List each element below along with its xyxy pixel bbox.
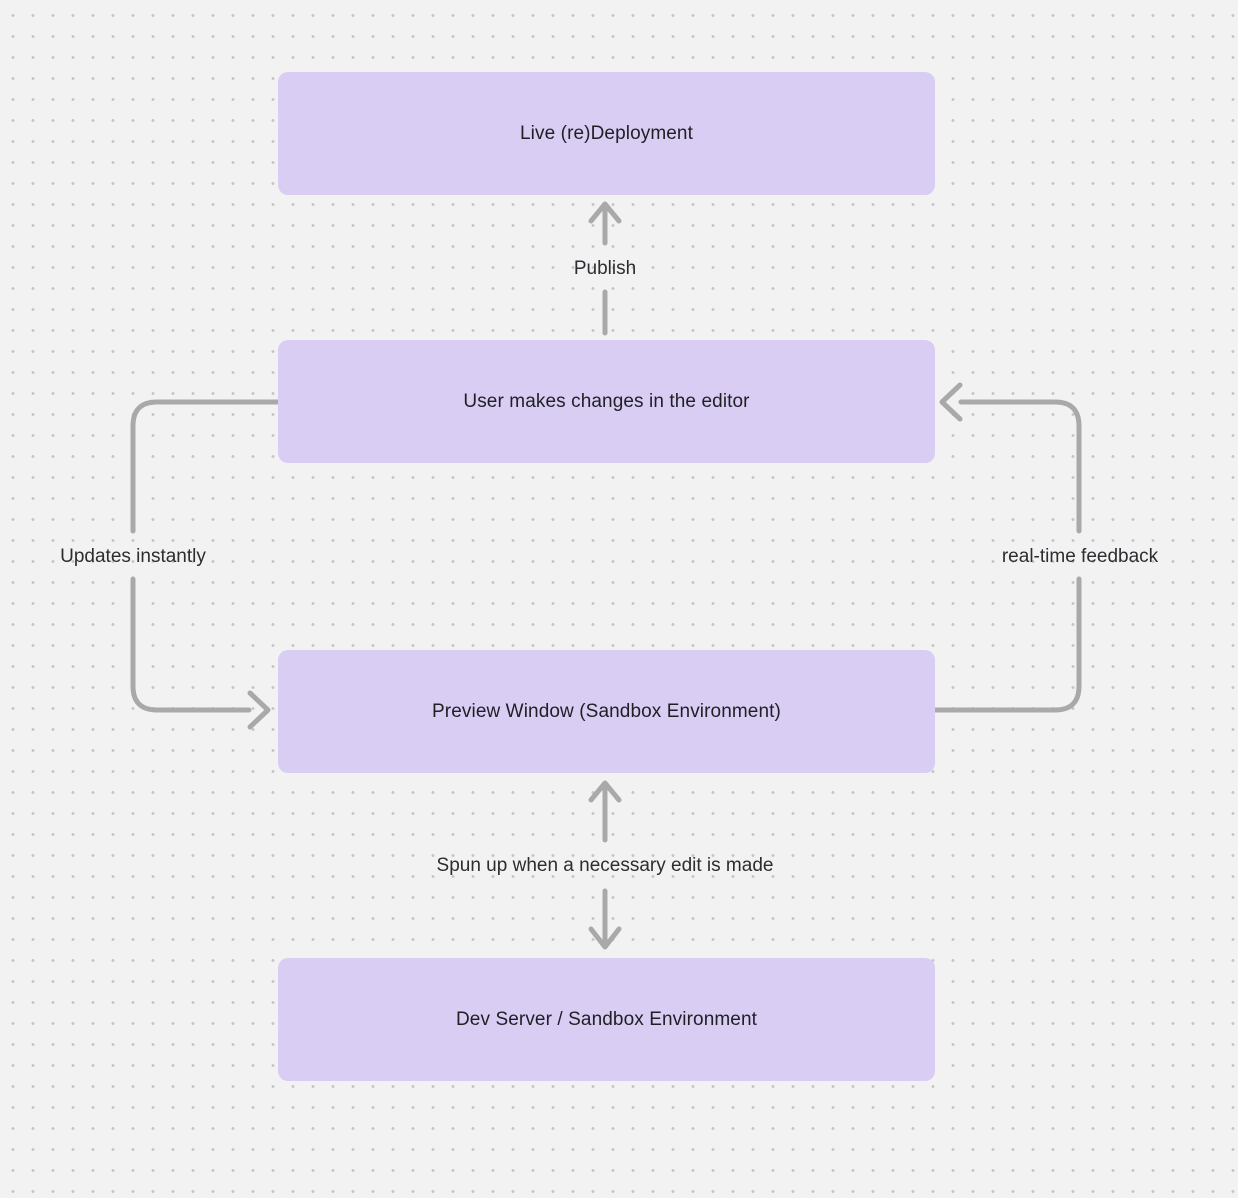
node-label: Preview Window (Sandbox Environment) — [432, 700, 781, 722]
node-live-redeployment: Live (re)Deployment — [278, 72, 935, 195]
arrowhead-right-icon — [247, 690, 271, 730]
arrow-updates-segment-top — [130, 399, 281, 534]
edge-label-real-time-feedback: real-time feedback — [1001, 546, 1159, 567]
node-dev-server: Dev Server / Sandbox Environment — [278, 958, 935, 1081]
node-label: User makes changes in the editor — [463, 390, 750, 412]
arrowhead-left-icon — [939, 382, 963, 422]
node-user-editor: User makes changes in the editor — [278, 340, 935, 463]
arrow-feedback-segment-bottom — [932, 576, 1082, 713]
arrowhead-down-icon — [588, 926, 622, 950]
node-preview-window: Preview Window (Sandbox Environment) — [278, 650, 935, 773]
arrowhead-up-icon — [588, 780, 622, 803]
node-label: Live (re)Deployment — [520, 122, 693, 144]
arrow-updates-segment-bottom — [130, 576, 252, 713]
arrowhead-up-icon — [588, 201, 622, 224]
arrow-feedback-segment-top — [958, 399, 1082, 534]
edge-label-spun-up: Spun up when a necessary edit is made — [436, 855, 774, 876]
node-label: Dev Server / Sandbox Environment — [455, 1008, 757, 1030]
edge-label-updates-instantly: Updates instantly — [60, 546, 206, 567]
edge-label-publish: Publish — [573, 258, 637, 279]
